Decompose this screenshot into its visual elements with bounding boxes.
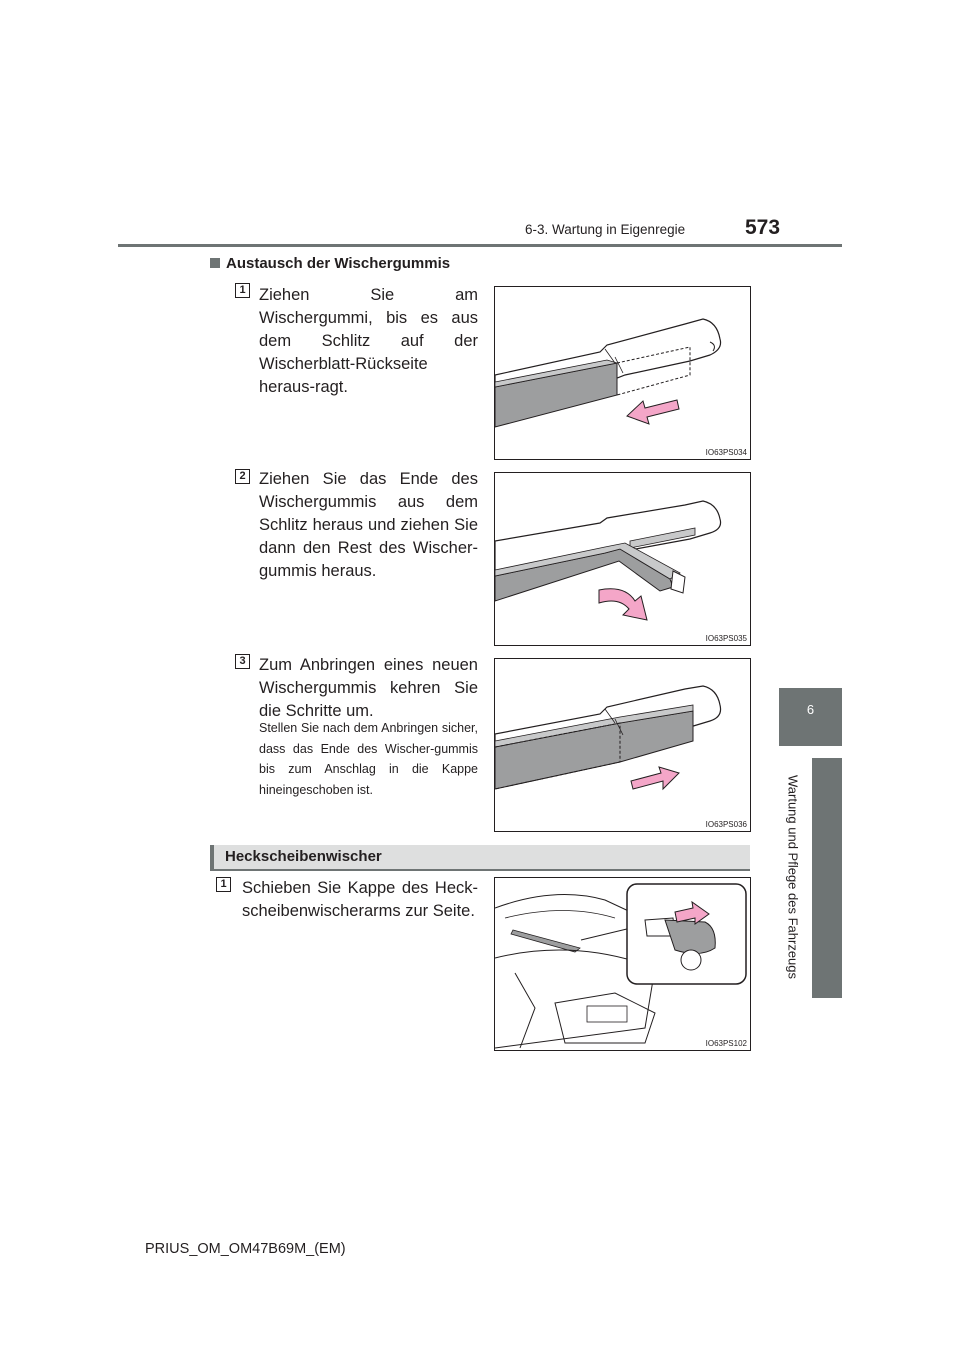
figure-code: IO63PS036 <box>705 820 747 829</box>
rear-step-1-text: Schieben Sie Kappe des Heck-scheibenwisc… <box>242 879 478 920</box>
step-number-3: 3 <box>235 654 250 669</box>
section-heading-banner: Heckscheibenwischer <box>210 845 750 869</box>
section-divider <box>210 869 750 871</box>
chapter-tab-title: Wartung und Pflege des Fahrzeugs <box>778 757 808 997</box>
wiper-rubber-removal-illustration <box>495 500 722 621</box>
square-bullet-icon <box>210 258 220 268</box>
figure-code: IO63PS034 <box>705 448 747 457</box>
section-heading: Heckscheibenwischer <box>225 848 382 865</box>
rear-step-number-1: 1 <box>216 877 231 892</box>
step-2-text: Ziehen Sie das Ende des Wischergummis au… <box>259 470 478 580</box>
page-number: 573 <box>745 216 781 239</box>
figure-rear-step-1: IO63PS102 <box>494 877 751 1051</box>
figure-code: IO63PS035 <box>705 634 747 643</box>
chapter-tab-number: 6 <box>779 688 842 746</box>
figure-step-3: IO63PS036 <box>494 658 751 832</box>
document-code: PRIUS_OM_OM47B69M_(EM) <box>145 1241 346 1257</box>
figure-step-2: IO63PS035 <box>494 472 751 646</box>
wiper-rubber-insert-illustration <box>495 685 722 791</box>
header-divider <box>118 244 842 247</box>
step-number-1: 1 <box>235 283 250 298</box>
subsection-heading: Austausch der Wischergummis <box>210 255 450 272</box>
rear-wiper-cap-illustration <box>495 883 747 1049</box>
subsection-heading-text: Austausch der Wischergummis <box>226 255 451 272</box>
chapter-tab-bar <box>812 758 842 998</box>
wiper-blade-pull-illustration <box>495 318 722 428</box>
figure-code: IO63PS102 <box>705 1039 747 1048</box>
step-number-2: 2 <box>235 469 250 484</box>
section-title: 6-3. Wartung in Eigenregie <box>525 222 686 237</box>
figure-step-1: IO63PS034 <box>494 286 751 460</box>
step-3-text: Zum Anbringen eines neuen Wischergummis … <box>259 656 478 720</box>
step-1-text: Ziehen Sie am Wischergummi, bis es aus d… <box>259 286 478 396</box>
step-3-note: Stellen Sie nach dem Anbringen sicher, d… <box>259 721 478 797</box>
chapter-tab-title-text: Wartung und Pflege des Fahrzeugs <box>785 774 801 980</box>
